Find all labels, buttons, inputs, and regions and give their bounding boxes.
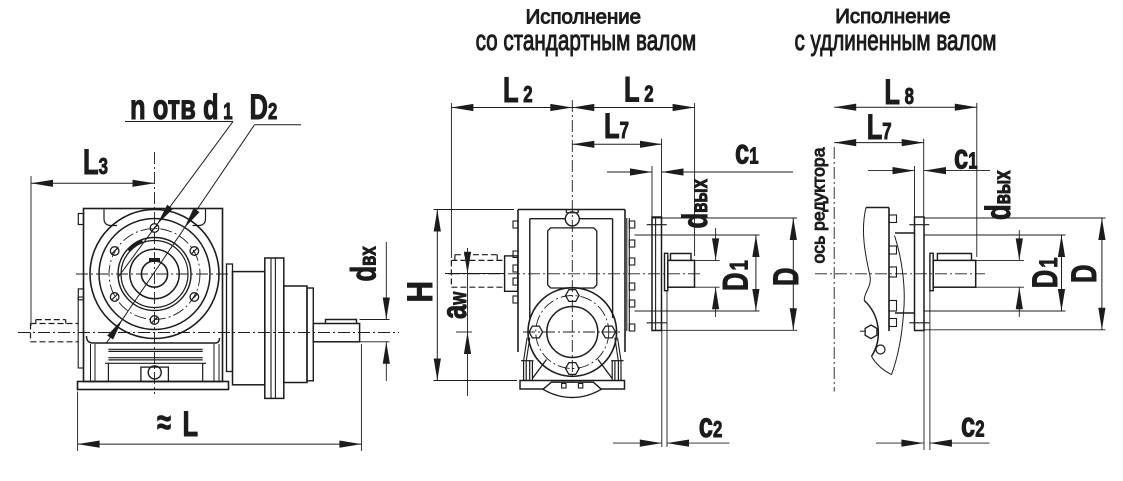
svg-text:H: H [401, 281, 440, 302]
svg-text:с удлиненным валом: с удлиненным валом [794, 24, 996, 56]
svg-text:dвх: dвх [345, 246, 384, 282]
svg-text:D: D [1065, 265, 1104, 283]
svg-text:L 8: L 8 [884, 73, 914, 112]
svg-text:ось редуктора: ось редуктора [809, 147, 829, 263]
svg-text:D1: D1 [717, 260, 756, 291]
svg-text:D: D [767, 268, 806, 286]
svg-text:Исполнение: Исполнение [526, 7, 641, 29]
svg-text:L: L [183, 405, 199, 444]
svg-text:L7: L7 [604, 107, 629, 146]
svg-text:≈: ≈ [157, 403, 171, 442]
svg-text:Исполнение: Исполнение [835, 6, 950, 28]
svg-text:n отв d 1: n отв d 1 [130, 88, 233, 127]
svg-text:D2: D2 [250, 88, 278, 127]
svg-text:со стандартным валом: со стандартным валом [476, 25, 697, 57]
